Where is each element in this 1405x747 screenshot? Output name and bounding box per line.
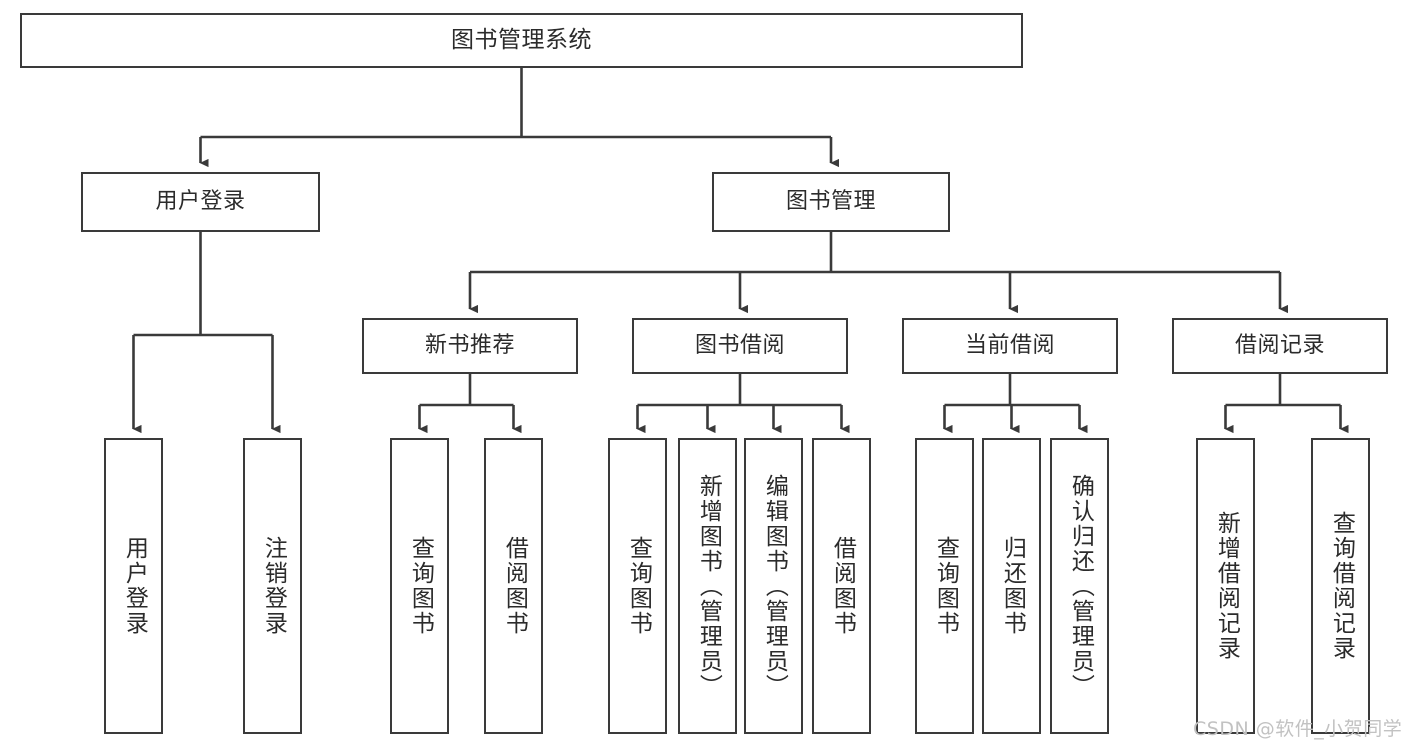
node-current-borrow[interactable]: 当前借阅 (902, 318, 1118, 374)
node-book-borrow-label: 图书借阅 (694, 332, 785, 358)
node-leaf-borrow-book[interactable]: 借阅图书 (812, 438, 871, 734)
node-leaf-query-book-rec-label: 查询图书 (407, 536, 434, 636)
node-leaf-edit-book-admin[interactable]: 编辑图书（管理员） (744, 438, 803, 734)
node-root[interactable]: 图书管理系统 (20, 13, 1023, 68)
node-leaf-query-book-borrow-label: 查询图书 (625, 536, 652, 636)
node-leaf-confirm-return-admin-label: 确认归还（管理员） (1067, 473, 1094, 699)
node-leaf-borrow-book-label: 借阅图书 (829, 536, 856, 636)
node-leaf-return-book[interactable]: 归还图书 (982, 438, 1041, 734)
node-book-management[interactable]: 图书管理 (712, 172, 950, 232)
node-leaf-query-borrow-record[interactable]: 查询借阅记录 (1311, 438, 1370, 734)
node-leaf-borrow-book-rec[interactable]: 借阅图书 (484, 438, 543, 734)
node-leaf-add-book-admin-label: 新增图书（管理员） (695, 473, 722, 699)
node-leaf-add-borrow-record[interactable]: 新增借阅记录 (1196, 438, 1255, 734)
node-leaf-confirm-return-admin[interactable]: 确认归还（管理员） (1050, 438, 1109, 734)
node-current-borrow-label: 当前借阅 (964, 332, 1055, 358)
node-leaf-edit-book-admin-label: 编辑图书（管理员） (761, 473, 788, 699)
node-new-book-recommend-label: 新书推荐 (424, 332, 515, 358)
node-leaf-logout[interactable]: 注销登录 (243, 438, 302, 734)
node-leaf-user-login-label: 用户登录 (121, 536, 148, 636)
node-borrow-record-label: 借阅记录 (1234, 332, 1325, 358)
node-root-label: 图书管理系统 (451, 26, 592, 53)
node-leaf-user-login[interactable]: 用户登录 (104, 438, 163, 734)
node-leaf-add-book-admin[interactable]: 新增图书（管理员） (678, 438, 737, 734)
node-leaf-query-book-current-label: 查询图书 (932, 536, 959, 636)
node-leaf-borrow-book-rec-label: 借阅图书 (501, 536, 528, 636)
node-leaf-query-book-borrow[interactable]: 查询图书 (608, 438, 667, 734)
node-user-login[interactable]: 用户登录 (81, 172, 320, 232)
node-leaf-query-book-rec[interactable]: 查询图书 (390, 438, 449, 734)
node-book-management-label: 图书管理 (785, 188, 876, 214)
node-leaf-query-book-current[interactable]: 查询图书 (915, 438, 974, 734)
node-user-login-label: 用户登录 (155, 188, 246, 214)
node-leaf-add-borrow-record-label: 新增借阅记录 (1213, 511, 1240, 661)
node-new-book-recommend[interactable]: 新书推荐 (362, 318, 578, 374)
node-borrow-record[interactable]: 借阅记录 (1172, 318, 1388, 374)
node-leaf-return-book-label: 归还图书 (999, 536, 1026, 636)
csdn-watermark: CSDN @软件_小贺同学 (1193, 718, 1403, 740)
node-leaf-query-borrow-record-label: 查询借阅记录 (1328, 511, 1355, 661)
node-book-borrow[interactable]: 图书借阅 (632, 318, 848, 374)
node-leaf-logout-label: 注销登录 (260, 536, 287, 636)
